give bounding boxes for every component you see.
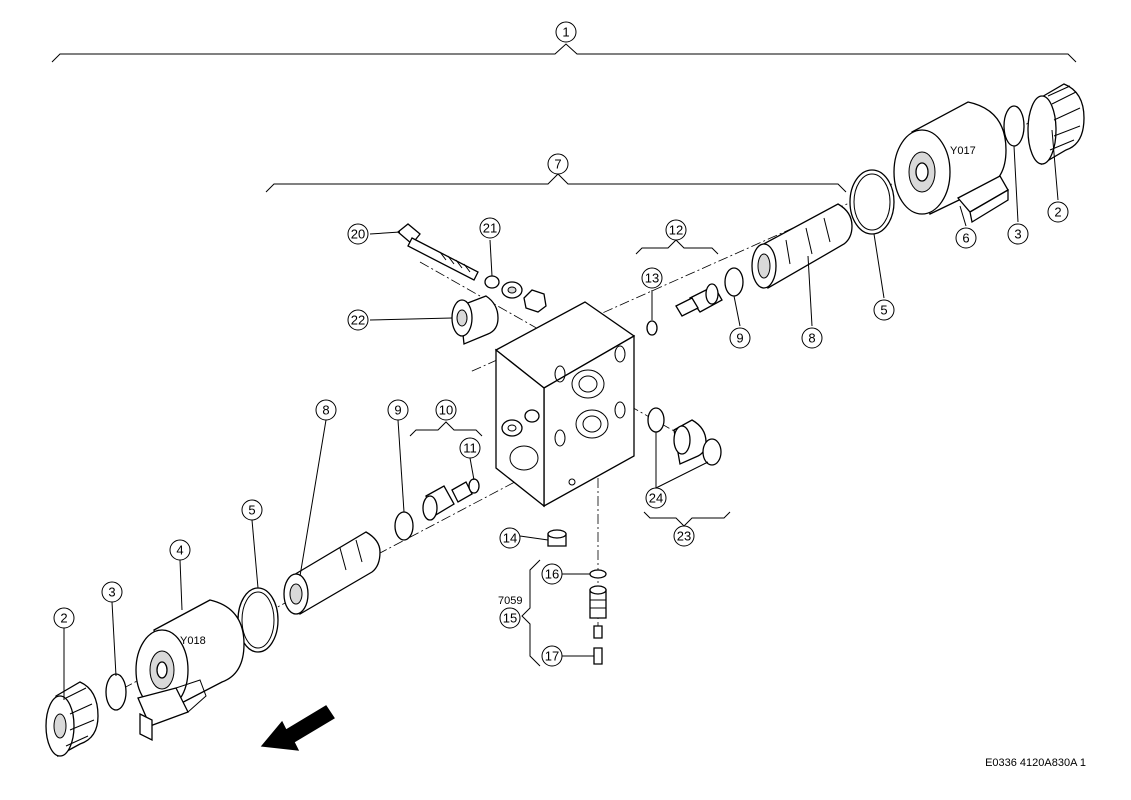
svg-text:8: 8 [808, 331, 815, 346]
washer-11 [468, 478, 480, 494]
callout-9-upper: 9 [729, 327, 751, 349]
washer-13 [646, 320, 658, 336]
svg-text:9: 9 [394, 403, 401, 418]
coil-label-y018: Y018 [180, 635, 206, 647]
svg-text:11: 11 [463, 441, 477, 456]
leader-lines [63, 129, 1059, 700]
drawing-reference: E0336 4120A830A 1 [985, 757, 1086, 769]
callout-13: 13 [641, 267, 663, 289]
callout-4: 4 [169, 539, 191, 561]
plug-set-23 [647, 407, 722, 466]
svg-text:2: 2 [1054, 205, 1061, 220]
valve-block [494, 301, 636, 508]
svg-text:7: 7 [554, 157, 561, 172]
callout-1: 1 [555, 21, 577, 43]
svg-text:1: 1 [562, 25, 569, 40]
callout-17: 17 [541, 645, 563, 667]
assembly-brace-1 [51, 43, 1077, 63]
svg-text:22: 22 [351, 313, 365, 328]
svg-text:5: 5 [880, 303, 887, 318]
cartridge-10 [422, 481, 473, 521]
callout-15: 15 [499, 607, 521, 629]
washer-21a [484, 275, 500, 289]
oring-3-lower [105, 673, 127, 711]
callout-12: 12 [665, 219, 687, 241]
callout-8-upper: 8 [801, 327, 823, 349]
coil-y017: Y017 [893, 101, 1009, 224]
svg-text:3: 3 [1014, 227, 1021, 242]
callout-9-lower: 9 [387, 399, 409, 421]
callout-3-upper: 3 [1007, 223, 1029, 245]
cartridge-brace-12 [635, 239, 719, 255]
oring-3-upper [1003, 105, 1025, 147]
callout-3-lower: 3 [101, 581, 123, 603]
svg-text:12: 12 [669, 223, 683, 238]
nut-21 [523, 289, 547, 313]
svg-text:2: 2 [60, 611, 67, 626]
svg-text:14: 14 [503, 531, 517, 546]
oring-9-upper [724, 267, 744, 297]
callout-5-lower: 5 [241, 499, 263, 521]
svg-text:20: 20 [351, 227, 365, 242]
direction-arrow [260, 705, 335, 751]
sleeve-8-upper [751, 203, 853, 290]
valve-brace-7 [265, 173, 847, 193]
variant-brace-15 [521, 559, 541, 667]
bolt-axis [419, 261, 541, 331]
svg-text:6: 6 [962, 231, 969, 246]
bolt-20 [396, 223, 479, 281]
svg-text:13: 13 [645, 271, 659, 286]
nut-2-upper [1027, 83, 1085, 166]
fitting-14 [501, 409, 567, 547]
callout-11: 11 [459, 437, 481, 459]
nut-2-lower [45, 681, 99, 758]
variant-label: 7059 [498, 595, 522, 607]
callout-2-lower: 2 [53, 607, 75, 629]
callout-2-upper: 2 [1047, 201, 1069, 223]
plug-brace-23 [643, 511, 731, 527]
coil-y018: Y018 [135, 599, 245, 742]
callout-7: 7 [547, 153, 569, 175]
svg-text:10: 10 [439, 403, 453, 418]
cartridge-brace-10 [409, 421, 483, 437]
svg-text:4: 4 [176, 543, 183, 558]
svg-text:23: 23 [677, 529, 691, 544]
callout-10: 10 [435, 399, 457, 421]
svg-text:21: 21 [483, 221, 497, 236]
oring-5-upper [849, 169, 895, 235]
callout-8-lower: 8 [315, 399, 337, 421]
svg-text:17: 17 [545, 649, 559, 664]
callout-23: 23 [673, 525, 695, 547]
svg-text:16: 16 [545, 567, 559, 582]
callout-22: 22 [347, 309, 369, 331]
callout-5-upper: 5 [873, 299, 895, 321]
callout-16: 16 [541, 563, 563, 585]
callout-14: 14 [499, 527, 521, 549]
plug-22 [451, 295, 499, 345]
fitting-15 [589, 569, 607, 665]
callout-20: 20 [347, 223, 369, 245]
sleeve-8-lower [283, 531, 381, 616]
callout-24: 24 [645, 487, 667, 509]
callout-6: 6 [955, 227, 977, 249]
callout-21: 21 [479, 217, 501, 239]
svg-text:3: 3 [108, 585, 115, 600]
svg-text:8: 8 [322, 403, 329, 418]
oring-9-lower [394, 511, 414, 541]
coil-label-y017: Y017 [950, 145, 976, 157]
cartridge-12 [675, 283, 723, 317]
svg-text:9: 9 [736, 331, 743, 346]
svg-text:24: 24 [649, 491, 663, 506]
svg-text:5: 5 [248, 503, 255, 518]
svg-text:15: 15 [503, 611, 517, 626]
